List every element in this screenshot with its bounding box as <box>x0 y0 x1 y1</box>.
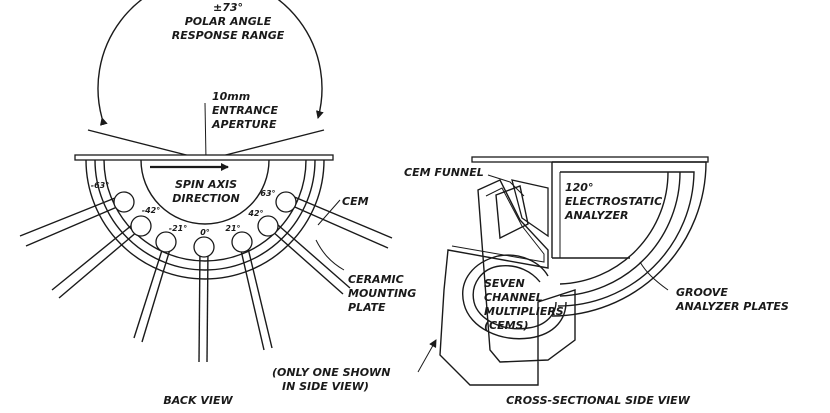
polar-angle-line1: ±73° <box>213 1 243 14</box>
angle-label-n63: -63° <box>91 181 109 190</box>
cem-spiral-inner <box>472 265 557 330</box>
groove-line2: ANALYZER PLATES <box>675 300 789 313</box>
aperture-line1: 10mm <box>212 90 250 103</box>
top-plate-back <box>74 154 334 161</box>
cem-funnel-side <box>511 179 549 238</box>
cem-tube-p63 <box>287 195 393 249</box>
analyzer-line2: ELECTROSTATIC <box>565 195 662 208</box>
cem-funnel-n63 <box>113 191 135 213</box>
cem-tube-n63 <box>19 195 125 247</box>
angle-label-p21: 21° <box>225 224 240 233</box>
analyzer-line3: ANALYZER <box>564 209 628 222</box>
polar-angle-line3: RESPONSE RANGE <box>172 29 285 42</box>
back-view-caption: BACK VIEW <box>163 394 233 407</box>
analyzer-outer-shell <box>551 161 707 317</box>
seven-line4: (CEMS) <box>484 319 529 332</box>
cem-tubes <box>19 195 393 363</box>
spin-axis-line2: DIRECTION <box>172 192 239 205</box>
only-one-line1: (ONLY ONE SHOWN <box>272 366 390 379</box>
analyzer-groove-2 <box>559 171 669 285</box>
seven-line2: CHANNEL <box>484 291 543 304</box>
ceramic-line2: MOUNTING <box>348 287 416 300</box>
cem-funnel-p42 <box>257 215 279 237</box>
analyzer-shell-2 <box>557 171 695 307</box>
analyzer-line1: 120° <box>565 181 593 194</box>
aperture-line3: APERTURE <box>211 118 277 131</box>
cem-leader <box>317 199 341 226</box>
aperture-leader <box>204 102 207 161</box>
seven-line3: MULTIPLIERS <box>484 305 564 318</box>
polar-angle-line2: POLAR ANGLE <box>185 15 272 28</box>
top-plate-side <box>471 156 709 163</box>
housing-inner-ring <box>140 159 270 225</box>
cem-tube-0 <box>198 247 209 363</box>
cem-tube-n42 <box>51 224 139 299</box>
angle-label-0: 0° <box>200 228 210 237</box>
cem-funnel-0 <box>193 236 215 258</box>
spin-axis-line1: SPIN AXIS <box>175 178 237 191</box>
cem-tube-p42 <box>271 224 351 295</box>
cem-funnel-p21 <box>231 231 253 253</box>
angle-label-n42: -42° <box>142 206 160 215</box>
back-view: ±73° POLAR ANGLE RESPONSE RANGE 10mm ENT… <box>19 0 416 407</box>
only-one-line2: IN SIDE VIEW) <box>282 380 369 393</box>
cem-funnel-label: CEM FUNNEL <box>404 166 484 179</box>
side-view: CEM FUNNEL 120° ELECTROSTATIC ANALYZER S… <box>272 156 789 407</box>
ceramic-leader <box>315 239 345 271</box>
side-view-caption: CROSS-SECTIONAL SIDE VIEW <box>506 394 691 407</box>
angle-label-n21: -21° <box>169 224 187 233</box>
seven-line1: SEVEN <box>484 277 525 290</box>
cem-tube-p21 <box>239 243 273 351</box>
only-one-leader <box>417 339 437 373</box>
groove-leader <box>639 261 669 291</box>
groove-line1: GROOVE <box>676 286 728 299</box>
cem-tube-n21 <box>133 243 172 343</box>
cem-body-outline <box>439 179 576 386</box>
aperture-line2: ENTRANCE <box>212 104 278 117</box>
cem-funnel-n42 <box>130 215 152 237</box>
cem-funnel-cone <box>495 185 529 240</box>
cem-funnel-n21 <box>155 231 177 253</box>
ceramic-line1: CERAMIC <box>348 273 404 286</box>
funnel-leader <box>487 174 525 197</box>
cem-funnels <box>113 191 297 258</box>
ceramic-line3: PLATE <box>348 301 386 314</box>
cem-spiral-outer <box>462 254 567 340</box>
cem-funnel-p63 <box>275 191 297 213</box>
analyzer-groove-1 <box>559 171 681 297</box>
angle-label-p63: 63° <box>260 189 275 198</box>
cem-label: CEM <box>342 195 369 208</box>
polar-angle-arc <box>97 0 324 126</box>
angle-label-p42: 42° <box>247 209 263 218</box>
